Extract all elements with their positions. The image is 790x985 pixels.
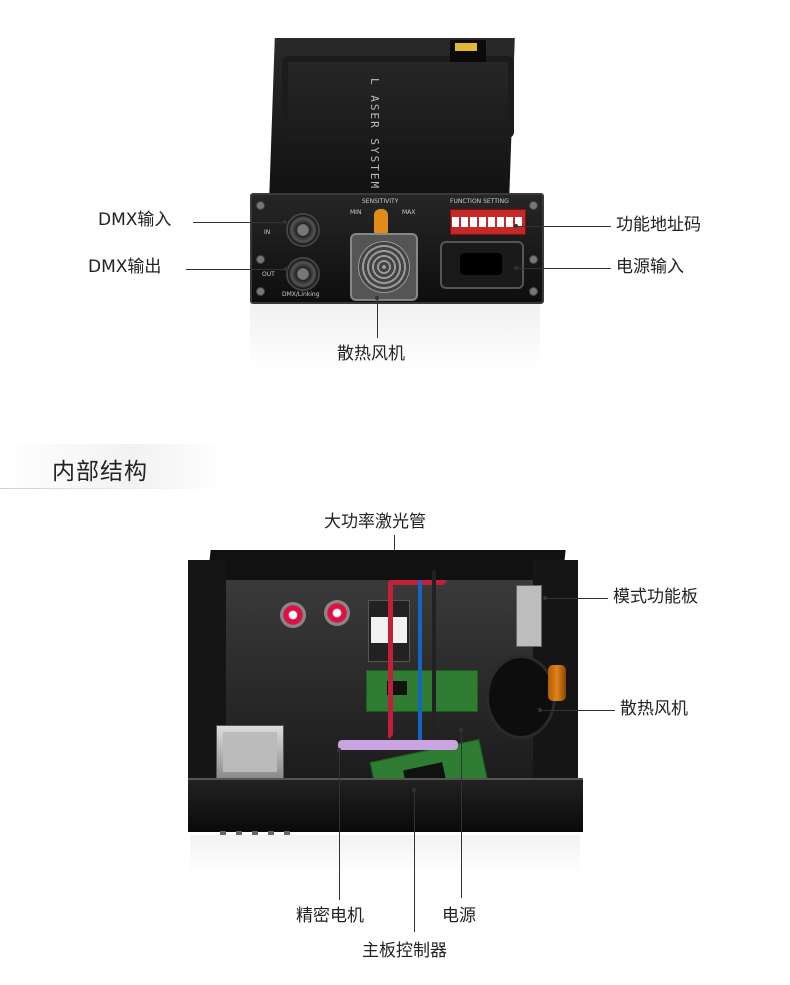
- callout-laser-tube: 大功率激光管: [324, 512, 426, 532]
- callout-mode-board: 模式功能板: [613, 587, 698, 607]
- dmx-linking-label: DMX/Linking: [282, 291, 320, 298]
- internal-fan: [486, 655, 556, 739]
- sensitivity-label: SENSITIVITY: [362, 198, 399, 205]
- ribbon-cable: [338, 740, 458, 750]
- callout-function-address: 功能地址码: [616, 215, 701, 235]
- fan-grille-icon: [358, 241, 410, 293]
- leader-line: [461, 730, 462, 898]
- min-label: MIN: [350, 209, 362, 216]
- leader-line: [193, 222, 285, 223]
- screw-icon: [529, 201, 538, 210]
- leader-line: [516, 226, 611, 227]
- wire: [418, 580, 422, 750]
- section-header: 内部结构: [0, 444, 225, 489]
- screw-icon: [529, 287, 538, 296]
- screw-icon: [256, 287, 265, 296]
- mount-bushing: [324, 600, 350, 626]
- power-inlet-pins: [460, 253, 502, 275]
- device-brand-text: L ASER SYSTEM: [368, 78, 381, 191]
- leader-dot: [543, 596, 547, 600]
- out-label: OUT: [262, 271, 275, 278]
- chassis-front: [188, 778, 583, 832]
- mode-board: [516, 585, 542, 647]
- section-title: 内部结构: [52, 459, 148, 485]
- leader-dot: [284, 267, 288, 271]
- leader-line: [377, 298, 378, 338]
- leader-dot: [514, 266, 518, 270]
- dmx-in-connector: [286, 213, 320, 247]
- device-reflection-bottom: [190, 835, 580, 875]
- leader-line: [540, 710, 615, 711]
- device-internal-view: [188, 550, 583, 835]
- device-reflection: [250, 300, 540, 370]
- wire: [432, 570, 436, 740]
- callout-main-controller: 主板控制器: [362, 941, 447, 961]
- callout-cooling-fan-internal: 散热风机: [620, 699, 688, 719]
- screw-icon: [256, 255, 265, 264]
- stepper-motor: [216, 725, 284, 781]
- dip-switch: [450, 209, 526, 235]
- function-setting-label: FUNCTION SETTING: [450, 198, 509, 205]
- device-rear-panel: IN OUT DMX/Linking SENSITIVITY MIN MAX F…: [250, 193, 544, 304]
- max-label: MAX: [402, 209, 416, 216]
- leader-dot: [459, 728, 463, 732]
- in-label: IN: [264, 229, 271, 236]
- callout-dmx-out: DMX输出: [88, 257, 162, 277]
- leader-line: [516, 268, 611, 269]
- callout-power-supply: 电源: [442, 906, 476, 926]
- leader-dot: [412, 788, 416, 792]
- callout-precision-motor: 精密电机: [296, 906, 364, 926]
- power-inlet: [440, 241, 524, 289]
- mount-bushing: [280, 602, 306, 628]
- screw-icon: [256, 201, 265, 210]
- leader-dot: [337, 748, 341, 752]
- laser-warning-sticker: [455, 43, 477, 51]
- rear-fan: [350, 233, 418, 301]
- leader-dot: [375, 296, 379, 300]
- motor-face: [223, 732, 277, 772]
- sensitivity-knob-internal: [548, 665, 566, 701]
- leader-line: [186, 269, 286, 270]
- sensitivity-knob: [374, 209, 388, 237]
- leader-line: [414, 790, 415, 932]
- leader-dot: [283, 220, 287, 224]
- dmx-out-connector: [286, 257, 320, 291]
- screw-icon: [529, 255, 538, 264]
- section-header-bar: [0, 444, 225, 488]
- leader-line: [339, 750, 340, 900]
- callout-cooling-fan-top: 散热风机: [337, 344, 405, 364]
- section-divider: [0, 488, 215, 489]
- leader-dot: [514, 224, 518, 228]
- front-vents: [220, 820, 330, 835]
- device-handle: [282, 56, 514, 138]
- leader-line: [545, 598, 608, 599]
- driver-pcb: [366, 670, 478, 712]
- callout-power-input: 电源输入: [616, 257, 684, 277]
- device-rear-view: L ASER SYSTEM IN OUT DMX/Linking SENSITI…: [250, 38, 544, 304]
- leader-dot: [538, 708, 542, 712]
- callout-dmx-in: DMX输入: [98, 210, 172, 230]
